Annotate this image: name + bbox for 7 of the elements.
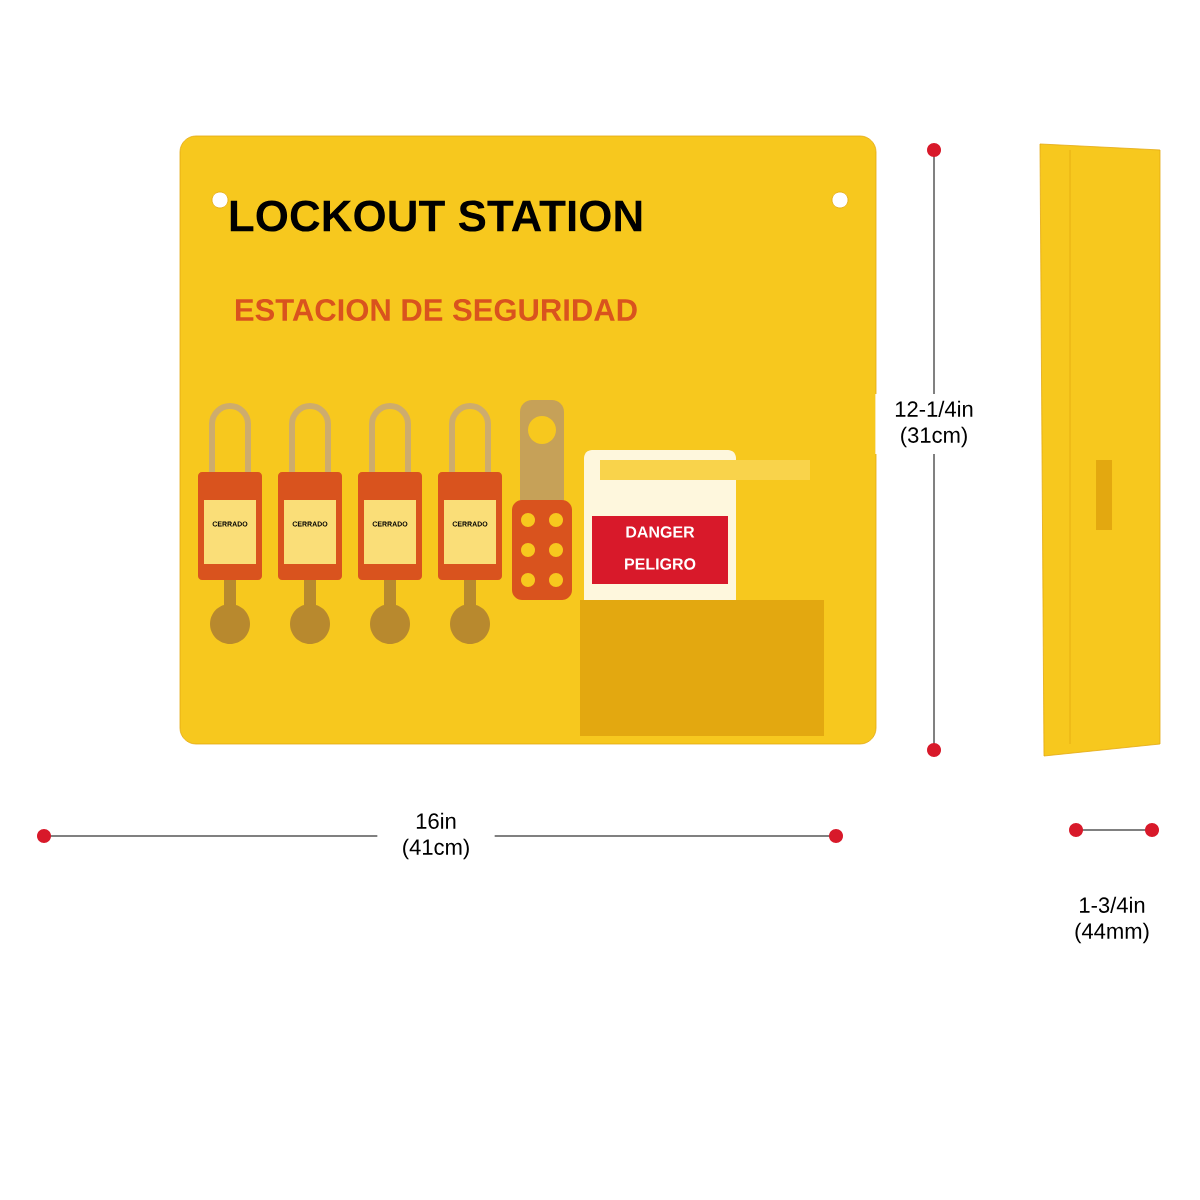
station-subtitle: ESTACION DE SEGURIDAD [236, 299, 637, 321]
dimension-text: 16in (41cm) [377, 806, 495, 866]
dimension-text: 12-1/4in (31cm) [875, 394, 993, 454]
station-title: LOCKOUT STATION [230, 200, 642, 232]
tag-text: PELIGRO [625, 558, 696, 570]
dimension-text: 1-3/4in (44mm) [1053, 890, 1171, 950]
tag-text: DANGER [626, 526, 695, 538]
